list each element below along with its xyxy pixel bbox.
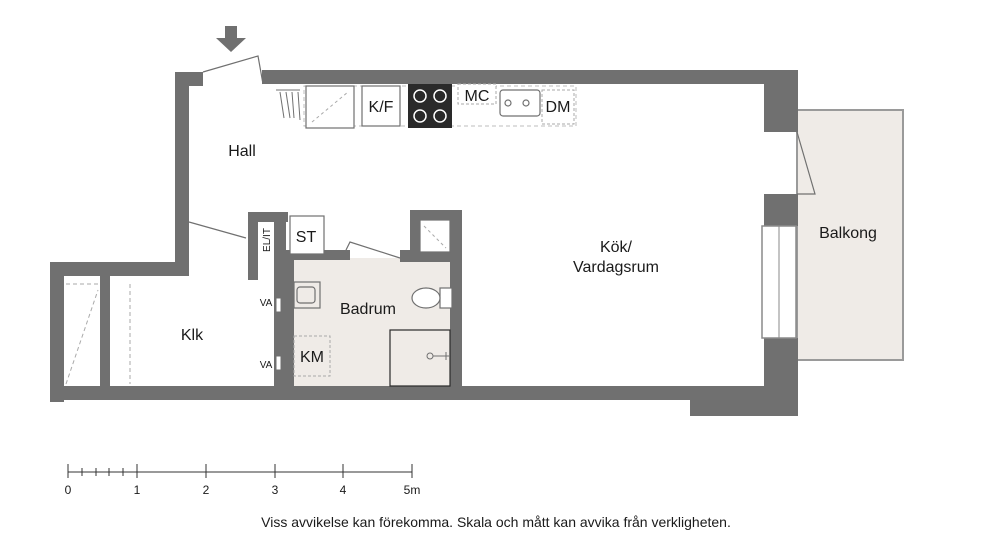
entrance-arrow-icon	[216, 26, 246, 52]
closet-door	[188, 221, 247, 239]
room-label-bathroom: Badrum	[340, 301, 396, 318]
room-label-closet: Klk	[181, 327, 204, 344]
wardrobe-icon	[276, 89, 301, 121]
balcony-door	[796, 131, 816, 195]
room-label-kitchen-1: Kök/	[600, 239, 633, 256]
electrical-label: EL/IT	[262, 228, 273, 252]
microwave-box	[457, 83, 497, 105]
sink-icon	[499, 89, 541, 117]
water-label-lower: VA	[260, 360, 273, 371]
scale-tick-5: 5m	[404, 483, 421, 497]
walls	[50, 70, 798, 416]
entrance-door	[202, 55, 264, 85]
shower-cabinet	[419, 219, 451, 253]
scale-tick-1: 1	[134, 483, 141, 497]
toilet-icon	[411, 287, 453, 309]
room-label-balcony: Balkong	[819, 225, 877, 242]
fridge-box	[361, 85, 401, 127]
dishwasher-label: DM	[546, 99, 571, 116]
room-label-hall: Hall	[228, 143, 256, 160]
bathroom-floor	[291, 258, 453, 386]
washer-label: KM	[300, 349, 324, 366]
balcony-floor	[796, 109, 904, 361]
scale-tick-0: 0	[65, 483, 72, 497]
washer-box	[293, 335, 331, 377]
shower-icon	[426, 352, 450, 360]
scale-tick-4: 4	[340, 483, 347, 497]
washbasin-icon	[293, 281, 321, 309]
hall-cabinet	[305, 85, 355, 129]
fridge-label: K/F	[369, 99, 394, 116]
closet-shelves	[65, 283, 131, 385]
dishwasher-box	[541, 89, 575, 125]
microwave-label: MC	[465, 88, 490, 105]
bathroom-door	[345, 241, 401, 259]
scale-tick-3: 3	[272, 483, 279, 497]
scale-tick-2: 2	[203, 483, 210, 497]
room-label-kitchen-2: Vardagsrum	[573, 259, 659, 276]
disclaimer-text: Viss avvikelse kan förekomma. Skala och …	[261, 514, 731, 530]
shower-area	[389, 329, 451, 387]
storage-box	[289, 215, 325, 255]
storage-label: ST	[296, 229, 317, 246]
stove-icon	[408, 84, 452, 128]
scale-bar	[67, 464, 413, 478]
water-label-upper: VA	[260, 298, 273, 309]
